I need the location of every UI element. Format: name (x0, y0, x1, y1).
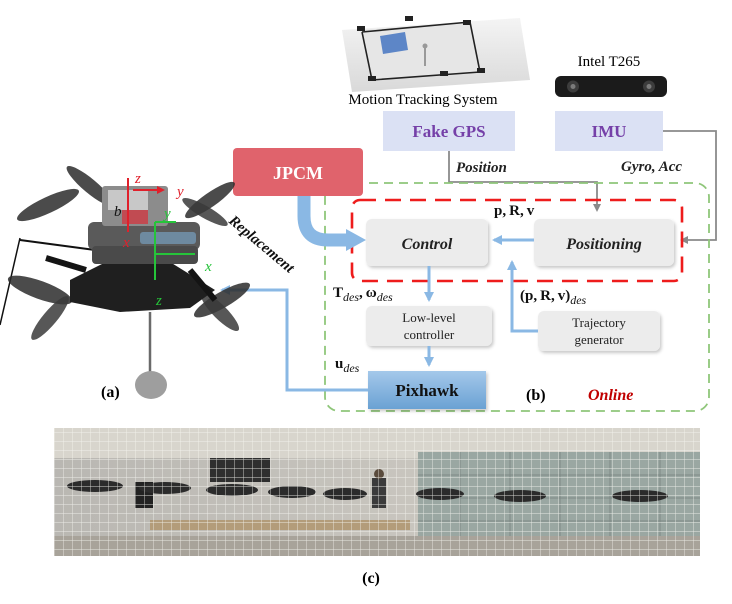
jpcm-arrowhead (346, 229, 366, 251)
fake-gps-box (383, 111, 515, 151)
trajectory-label-2: generator (574, 332, 624, 347)
world-y-label: y (162, 206, 171, 222)
u-des-text: udes (335, 356, 360, 375)
pixhawk-box (368, 371, 486, 409)
flight-test-photo (54, 428, 700, 556)
control-label: Control (402, 236, 453, 253)
panel-b-label: (b) (526, 387, 546, 404)
quadrotor-photo (0, 165, 250, 399)
trajectory-generator-box (538, 311, 660, 351)
motion-capture-illustration (342, 16, 530, 92)
positioning-label: Positioning (565, 236, 642, 253)
imu-box (555, 111, 663, 151)
jpcm-replacement-arrow (297, 196, 348, 247)
control-box (366, 219, 488, 266)
positioning-box (534, 219, 674, 266)
panel-a-label: (a) (101, 384, 120, 401)
pixhawk-to-drone-arrow (220, 285, 368, 392)
motion-tracking-label: Motion Tracking System (348, 92, 498, 108)
fake-gps-label: Fake GPS (412, 122, 485, 141)
gyro-acc-text: Gyro, Acc (621, 159, 682, 175)
position-text: Position (456, 160, 507, 176)
state-text: p,R,v (494, 203, 535, 219)
imu-arrow (663, 130, 717, 244)
intel-t265-label: Intel T265 (578, 54, 641, 70)
world-x-label: x (204, 259, 212, 275)
world-z-label: z (155, 293, 162, 309)
low-level-label-2: controller (404, 327, 455, 342)
t-omega-text: Tdes,ωdes (333, 285, 393, 304)
low-level-controller-box (366, 306, 492, 346)
jpcm-label: JPCM (273, 163, 323, 183)
frame-b-label: b (114, 204, 122, 220)
frame-y-label: y (175, 184, 184, 200)
body-frame-axes (127, 178, 195, 280)
state-des-text: (p,R,v)des (520, 288, 587, 307)
panel-c-label: (c) (362, 570, 380, 587)
low-level-label-1: Low-level (402, 310, 456, 325)
replacement-label: Replacement (225, 212, 298, 277)
frame-x-label: x (122, 235, 130, 251)
imu-label: IMU (592, 122, 627, 141)
frame-z-label: z (134, 171, 141, 187)
online-label: Online (588, 387, 633, 404)
trajectory-arrow (507, 260, 538, 333)
trajectory-label-1: Trajectory (572, 315, 626, 330)
position-arrow (448, 151, 601, 212)
jpcm-box (233, 148, 363, 196)
pixhawk-label: Pixhawk (395, 381, 459, 400)
intel-t265-camera (555, 76, 667, 97)
